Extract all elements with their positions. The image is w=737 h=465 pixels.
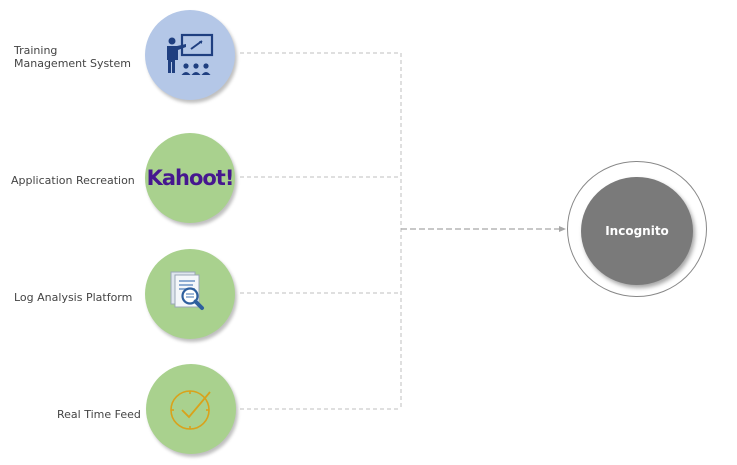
teacher-presentation-icon xyxy=(167,33,214,75)
node-log-analysis xyxy=(145,249,235,339)
node-training xyxy=(145,10,235,100)
kahoot-logo: Kahoot! xyxy=(146,166,235,190)
clock-check-icon xyxy=(170,390,211,430)
label-log-analysis: Log Analysis Platform xyxy=(14,291,133,304)
connector-training xyxy=(240,52,402,409)
label-training: Training Management System xyxy=(14,44,131,70)
document-search-icon xyxy=(170,271,204,310)
target-ring xyxy=(567,161,707,297)
label-realtime-feed: Real Time Feed xyxy=(57,408,141,421)
target-node: Incognito xyxy=(581,177,693,285)
arrow-head xyxy=(559,226,566,232)
label-application: Application Recreation xyxy=(11,174,135,187)
target-label: Incognito xyxy=(605,224,669,238)
node-application: Kahoot! xyxy=(145,133,235,223)
node-realtime-feed xyxy=(146,364,236,454)
